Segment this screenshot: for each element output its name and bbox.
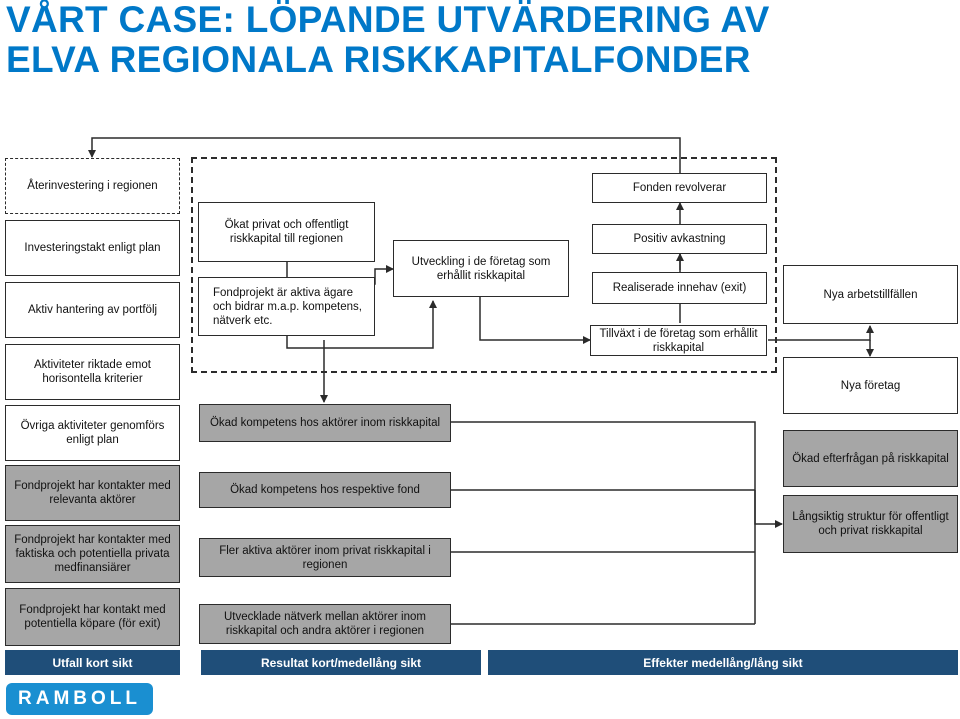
- box-new-companies: Nya företag: [783, 357, 958, 414]
- box-reinvest: Återinvestering i regionen: [5, 158, 180, 214]
- footer-effect: Effekter medellång/lång sikt: [488, 650, 958, 675]
- box-contacts-financiers: Fondprojekt har kontakter med faktiska o…: [5, 525, 180, 583]
- box-networks: Utvecklade nätverk mellan aktörer inom r…: [199, 604, 451, 644]
- box-contact-buyers: Fondprojekt har kontakt med potentiella …: [5, 588, 180, 646]
- box-increased-capital: Ökat privat och offentligt riskkapital t…: [198, 202, 375, 262]
- box-revolving: Fonden revolverar: [592, 173, 767, 203]
- title-line-1: VÅRT CASE: LÖPANDE UTVÄRDERING AV: [6, 0, 770, 40]
- ramboll-logo: RAMBOLL: [6, 683, 153, 715]
- title-line-2: ELVA REGIONALA RISKKAPITALFONDER: [6, 39, 751, 80]
- box-horizontal: Aktiviteter riktade emot horisontella kr…: [5, 344, 180, 400]
- box-portfolio: Aktiv hantering av portfölj: [5, 282, 180, 338]
- box-jobs: Nya arbetstillfällen: [783, 265, 958, 324]
- box-active-owners: Fondprojekt är aktiva ägare och bidrar m…: [198, 277, 375, 336]
- box-growth: Tillväxt i de företag som erhållit riskk…: [590, 325, 767, 356]
- footer-output: Utfall kort sikt: [5, 650, 180, 675]
- box-demand: Ökad efterfrågan på riskkapital: [783, 430, 958, 487]
- footer-result: Resultat kort/medellång sikt: [201, 650, 481, 675]
- box-development: Utveckling i de företag som erhållit ris…: [393, 240, 569, 297]
- box-more-actors: Fler aktiva aktörer inom privat riskkapi…: [199, 538, 451, 577]
- box-competence-actors: Ökad kompetens hos aktörer inom riskkapi…: [199, 404, 451, 442]
- page-title: VÅRT CASE: LÖPANDE UTVÄRDERING AV ELVA R…: [6, 0, 770, 80]
- box-structure: Långsiktig struktur för offentligt och p…: [783, 495, 958, 553]
- box-other-activities: Övriga aktiviteter genomförs enligt plan: [5, 405, 180, 461]
- box-contacts-actors: Fondprojekt har kontakter med relevanta …: [5, 465, 180, 521]
- box-realized: Realiserade innehav (exit): [592, 272, 767, 304]
- dashed-group-frame: [191, 157, 777, 373]
- box-positive-return: Positiv avkastning: [592, 224, 767, 254]
- box-competence-fund: Ökad kompetens hos respektive fond: [199, 472, 451, 508]
- box-pace: Investeringstakt enligt plan: [5, 220, 180, 276]
